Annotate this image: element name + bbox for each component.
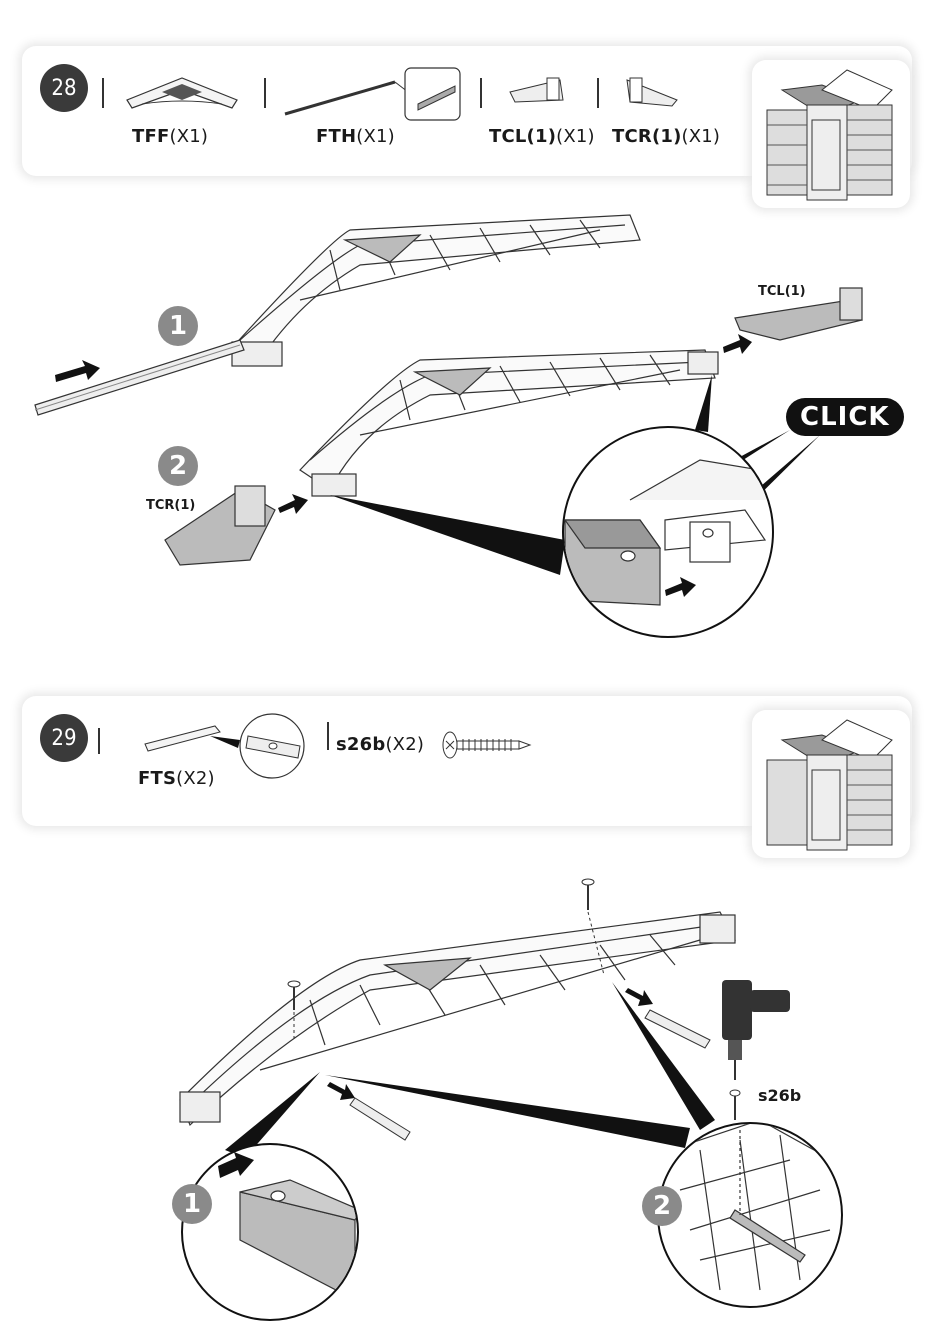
substep-1-badge: 1 xyxy=(172,1184,212,1224)
truss-frame-icon xyxy=(122,70,242,120)
shed-preview-icon xyxy=(752,710,910,858)
step-29-shed-thumbnail xyxy=(752,710,910,858)
part-label-tcl: TCL(1)(X1) xyxy=(489,126,595,147)
screw-tag: s26b xyxy=(758,1086,801,1105)
tcl-tag: TCL(1) xyxy=(758,284,806,299)
part-label-fth: FTH(X1) xyxy=(316,126,395,147)
shed-preview-icon xyxy=(752,60,910,208)
screw-detail xyxy=(730,1090,740,1120)
part-label-fts: FTS(X2) xyxy=(138,768,215,789)
separator xyxy=(102,78,104,108)
part-label-tff: TFF(X1) xyxy=(132,126,208,147)
detail-circle-strip xyxy=(182,1144,360,1320)
substep-2-badge: 2 xyxy=(642,1186,682,1226)
click-callout: CLICK xyxy=(786,398,904,436)
tube-icon xyxy=(280,64,465,124)
detail-circle-click xyxy=(563,427,773,637)
screw-icon xyxy=(438,730,533,760)
detail-circle-screw xyxy=(658,1120,850,1307)
part-label-tcr: TCR(1)(X1) xyxy=(612,126,720,147)
truss-upper xyxy=(230,215,640,366)
separator xyxy=(597,78,599,108)
strip-left xyxy=(350,1098,410,1140)
arrow-icon xyxy=(278,494,308,514)
arrow-icon xyxy=(723,334,752,354)
step-28-shed-thumbnail xyxy=(752,60,910,208)
connector-right-icon xyxy=(622,72,687,112)
separator xyxy=(264,78,266,108)
step-29-assembly-illustration xyxy=(0,860,950,1344)
substep-2-badge: 2 xyxy=(158,446,198,486)
tcr-tag: TCR(1) xyxy=(146,498,195,513)
step-29-badge: 29 xyxy=(40,714,88,762)
step-28-badge: 28 xyxy=(40,64,88,112)
arrow-icon xyxy=(327,1082,355,1100)
arrow-icon xyxy=(625,988,653,1006)
separator xyxy=(327,722,329,750)
separator xyxy=(98,728,100,754)
substep-1-badge: 1 xyxy=(158,306,198,346)
push-arrow-icon xyxy=(55,360,100,382)
drill-icon xyxy=(722,980,790,1080)
separator xyxy=(480,78,482,108)
connector-left-icon xyxy=(505,72,570,112)
part-label-s26b: s26b(X2) xyxy=(336,734,424,755)
